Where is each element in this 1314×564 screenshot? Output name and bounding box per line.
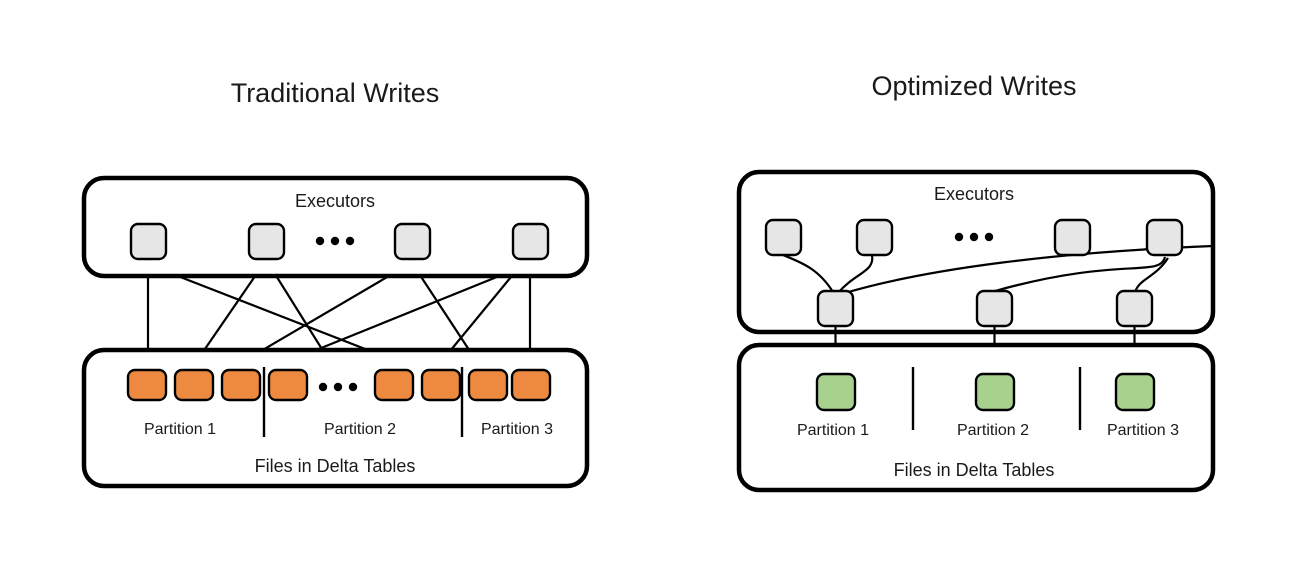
traditional-executor-1[interactable] (129, 222, 168, 261)
optimized-executor-3[interactable] (1053, 218, 1092, 257)
optimized-files-container (736, 342, 1216, 493)
panel-title-traditional: Traditional Writes (231, 78, 440, 108)
panel-title-optimized: Optimized Writes (871, 71, 1076, 101)
traditional-write-arrows (142, 264, 536, 368)
panel-traditional: Traditional Writes Executors (81, 78, 590, 489)
arrow-e3-f3 (242, 265, 407, 362)
optimized-shuffle-node-2[interactable] (975, 289, 1014, 328)
optimized-partition-label-1: Partition 1 (797, 422, 869, 439)
traditional-file-5[interactable] (373, 368, 415, 402)
traditional-executor-2[interactable] (247, 222, 286, 261)
traditional-file-7[interactable] (467, 368, 509, 402)
optimized-partition-label-2: Partition 2 (957, 422, 1029, 439)
arrow-e3-f7 (413, 265, 478, 364)
traditional-file-4[interactable] (267, 368, 309, 402)
optimized-executor-1[interactable] (764, 218, 803, 257)
optimized-executors-container (736, 169, 1216, 335)
traditional-executors-label: Executors (295, 191, 375, 211)
arrow-e2-f6 (269, 265, 331, 364)
traditional-executor-3[interactable] (393, 222, 432, 261)
curve-e4-s3 (1133, 257, 1169, 293)
arrow-e2-f2 (195, 265, 263, 364)
curve-e2-s1 (837, 254, 874, 294)
traditional-partition-label-2: Partition 2 (324, 421, 396, 438)
optimized-executor-4[interactable] (1145, 218, 1184, 257)
optimized-file-2[interactable] (974, 372, 1016, 412)
optimized-files-label: Files in Delta Tables (894, 460, 1055, 480)
traditional-file-6[interactable] (420, 368, 462, 402)
traditional-file-1[interactable] (126, 368, 168, 402)
traditional-files-label: Files in Delta Tables (255, 456, 416, 476)
traditional-file-3[interactable] (220, 368, 262, 402)
optimized-shuffle-node-3[interactable] (1115, 289, 1154, 328)
arrow-e1-f5 (151, 264, 398, 363)
arrow-e4-f6b (440, 265, 521, 364)
curve-e4-s2 (994, 256, 1167, 293)
traditional-files-ellipsis-icon (318, 382, 358, 392)
optimized-shuffle-node-1[interactable] (816, 289, 855, 328)
traditional-partition-label-3: Partition 3 (481, 421, 553, 438)
optimized-file-1[interactable] (815, 372, 857, 412)
arrow-e4-f4 (287, 264, 525, 363)
traditional-file-8[interactable] (510, 368, 552, 402)
panel-optimized: Optimized Writes Executors (736, 71, 1216, 493)
traditional-partition-label-1: Partition 1 (144, 421, 216, 438)
traditional-executors-ellipsis-icon (315, 236, 355, 246)
traditional-executor-4[interactable] (511, 222, 550, 261)
optimized-partition-label-3: Partition 3 (1107, 422, 1179, 439)
optimized-file-3[interactable] (1114, 372, 1156, 412)
traditional-executors-container (81, 175, 590, 279)
optimized-executor-2[interactable] (855, 218, 894, 257)
traditional-file-2[interactable] (173, 368, 215, 402)
optimized-executors-label: Executors (934, 184, 1014, 204)
optimized-executors-ellipsis-icon (954, 232, 994, 242)
curve-e1-s1 (782, 253, 834, 293)
